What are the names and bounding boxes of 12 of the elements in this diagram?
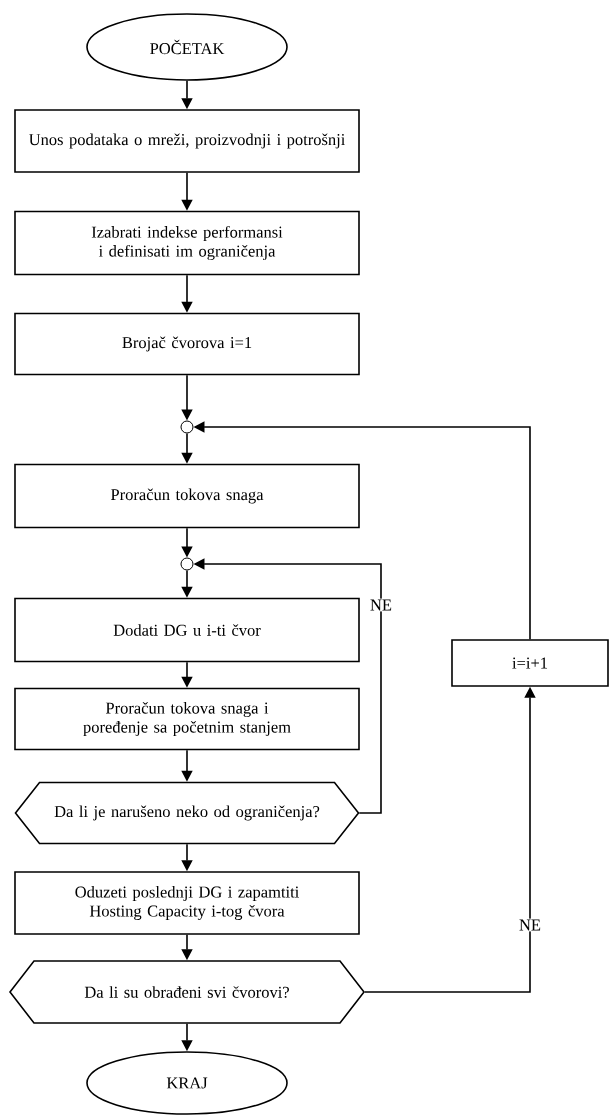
decision-hexagon: Da li je narušeno neko od ograničenja? xyxy=(14,781,360,845)
edge-label: NE xyxy=(369,598,393,612)
process-box: Proračun tokova snaga i poređenje sa početnim stanjem xyxy=(14,687,360,751)
process-box: Oduzeti poslednji DG i zapamtiti Hosting Capacity i-tog čvora xyxy=(14,871,360,935)
process-box: Izabrati indekse performansi i definisati im ograničenja xyxy=(14,210,360,276)
process-box: Unos podataka o mreži, proizvodnji i potrošnji xyxy=(14,109,360,173)
process-box: Dodati DG u i-ti čvor xyxy=(14,597,360,663)
process-box: i=i+1 xyxy=(451,639,609,687)
decision-hexagon: Da li su obrađeni svi čvorovi? xyxy=(9,960,365,1024)
edge-label: NE xyxy=(518,918,542,932)
process-box: Brojač čvorova i=1 xyxy=(14,312,360,376)
process-box: Proračun tokova snaga xyxy=(14,463,360,529)
